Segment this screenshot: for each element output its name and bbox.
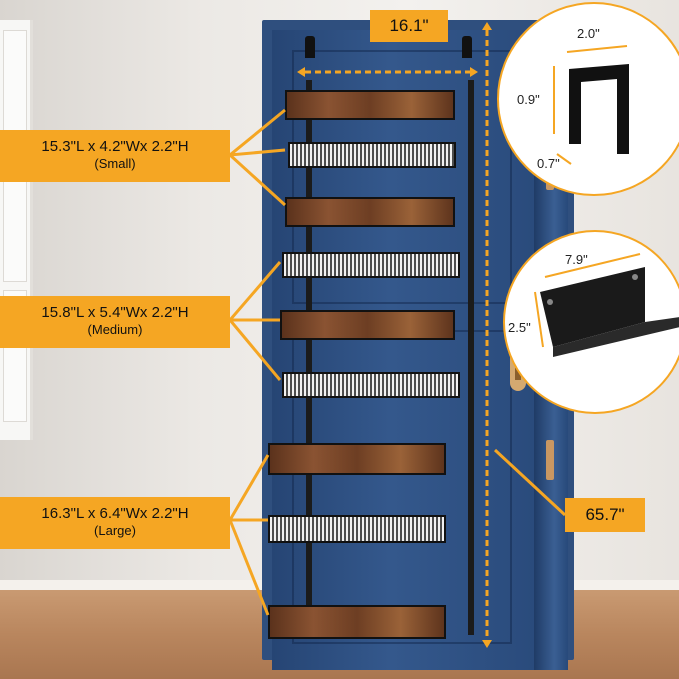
rack-rail <box>306 80 312 635</box>
door <box>272 30 534 670</box>
door-hook <box>305 36 315 58</box>
window <box>0 20 33 440</box>
hook-icon <box>553 45 629 165</box>
large-shelf-label: 16.3"L x 6.4"Wx 2.2"H (Large) <box>0 497 230 549</box>
rack-rail <box>468 80 474 635</box>
hook-detail-inset: 2.0" 0.9" 0.7" <box>497 2 679 196</box>
height-label: 65.7" <box>565 498 645 532</box>
shelf-small-wood <box>285 90 455 120</box>
bracket-width-text: 7.9" <box>565 252 588 267</box>
top-width-label: 16.1" <box>370 10 448 42</box>
hook-depth-text: 0.7" <box>537 156 560 171</box>
shelf-large-wood <box>268 605 446 639</box>
hook-height-text: 0.9" <box>517 92 540 107</box>
shelf-medium-wire <box>282 372 460 398</box>
hinge <box>546 440 554 480</box>
shelf-small-wire <box>288 142 456 168</box>
bracket-height-text: 2.5" <box>508 320 531 335</box>
shelf-medium-wire <box>282 252 460 278</box>
shelf-medium-wood <box>280 310 455 340</box>
bracket-icon <box>534 253 679 357</box>
shelf-small-wood <box>285 197 455 227</box>
shelf-large-wire <box>268 515 446 543</box>
hook-width-text: 2.0" <box>577 26 600 41</box>
bracket-detail-inset: 7.9" 2.5" <box>503 230 679 414</box>
medium-shelf-label: 15.8"L x 5.4"Wx 2.2"H (Medium) <box>0 296 230 348</box>
shelf-large-wood <box>268 443 446 475</box>
small-shelf-label: 15.3"L x 4.2"Wx 2.2"H (Small) <box>0 130 230 182</box>
door-hook <box>462 36 472 58</box>
